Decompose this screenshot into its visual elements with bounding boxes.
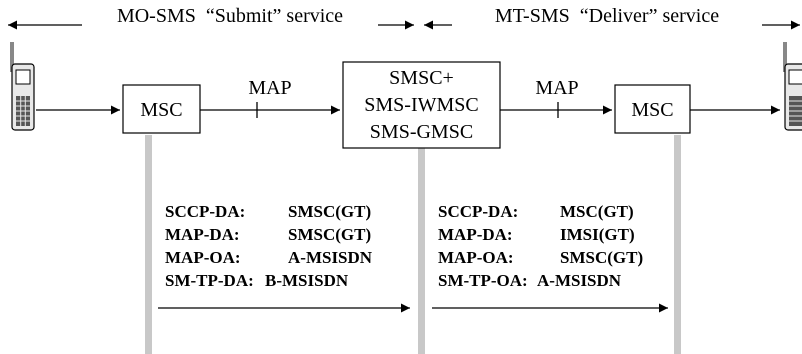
mo-param-value-2: SMSC(GT) [288, 225, 371, 244]
msc-right-lifeline [674, 135, 681, 354]
smsc-node: SMSC+ SMS-IWMSC SMS-GMSC [342, 61, 501, 149]
mt-param-key-2: MAP-DA: [438, 225, 513, 244]
smsc-label-line3: SMS-GMSC [370, 121, 473, 143]
mt-param-value-1: MSC(GT) [560, 202, 634, 221]
mt-service-label: MT-SMS “Deliver” service [495, 5, 719, 27]
mt-param-value-3: SMSC(GT) [560, 248, 643, 267]
mt-param-value-2: IMSI(GT) [560, 225, 635, 244]
mo-param-value-4: B-MSISDN [265, 271, 349, 290]
mt-params-block: SCCP-DA: MSC(GT) MAP-DA: IMSI(GT) MAP-OA… [438, 202, 643, 290]
mt-param-key-3: MAP-OA: [438, 248, 514, 267]
mo-params-block: SCCP-DA: SMSC(GT) MAP-DA: SMSC(GT) MAP-O… [165, 202, 373, 290]
mo-param-key-2: MAP-DA: [165, 225, 240, 244]
mo-param-key-4: SM-TP-DA: [165, 271, 254, 290]
mo-param-value-3: A-MSISDN [288, 248, 373, 267]
map-label-left: MAP [248, 77, 291, 99]
msc-left-label: MSC [140, 99, 182, 121]
msc-left-node: MSC [122, 84, 201, 134]
smsc-lifeline [418, 135, 425, 354]
msc-left-lifeline [145, 135, 152, 354]
smsc-label-line1: SMSC+ [389, 67, 454, 89]
msc-right-node: MSC [614, 84, 691, 134]
mobile-phone-left-icon [10, 42, 35, 131]
mo-service-label: MO-SMS “Submit” service [117, 5, 343, 27]
smsc-label-line2: SMS-IWMSC [364, 94, 478, 116]
mt-param-key-4: SM-TP-OA: [438, 271, 528, 290]
map-label-right: MAP [535, 77, 578, 99]
mo-param-key-1: SCCP-DA: [165, 202, 245, 221]
mobile-phone-right-icon [783, 42, 802, 131]
mt-param-value-4: A-MSISDN [537, 271, 622, 290]
mt-param-key-1: SCCP-DA: [438, 202, 518, 221]
msc-right-label: MSC [631, 99, 673, 121]
mo-param-key-3: MAP-OA: [165, 248, 241, 267]
mo-param-value-1: SMSC(GT) [288, 202, 371, 221]
